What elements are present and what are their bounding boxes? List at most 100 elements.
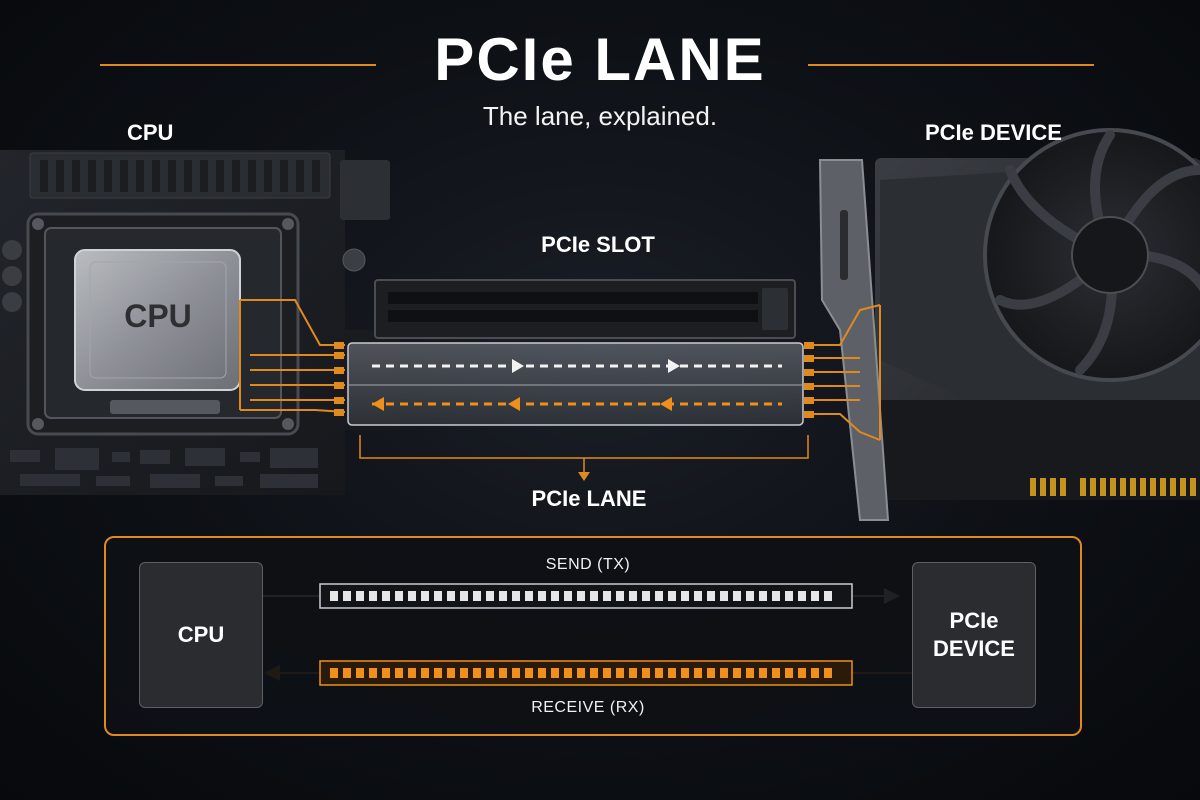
- device-label: PCIe DEVICE: [925, 120, 1062, 145]
- tx-data-cell: [512, 591, 520, 601]
- rx-data-cell: [564, 668, 572, 678]
- rx-data-cell: [811, 668, 819, 678]
- title-rule-right: [808, 64, 1094, 66]
- tx-data-cell: [551, 591, 559, 601]
- tx-data-cell: [421, 591, 429, 601]
- page-subtitle: The lane, explained.: [482, 101, 718, 131]
- rx-data-cell: [772, 668, 780, 678]
- tx-data-cell: [785, 591, 793, 601]
- rx-data-cell: [720, 668, 728, 678]
- rx-data-cell: [655, 668, 663, 678]
- tx-data-cell: [629, 591, 637, 601]
- tx-data-cell: [473, 591, 481, 601]
- tx-data-cell: [824, 591, 832, 601]
- receive-label: RECEIVE (RX): [531, 699, 645, 716]
- lane-label: PCIe LANE: [531, 486, 647, 511]
- lane-tx-arrow: [668, 359, 680, 373]
- rx-data-cell: [499, 668, 507, 678]
- tx-data-cell: [616, 591, 624, 601]
- tx-channel-cells: [330, 591, 832, 601]
- rx-data-cell: [707, 668, 715, 678]
- rx-data-cell: [629, 668, 637, 678]
- tx-data-cell: [694, 591, 702, 601]
- tx-data-cell: [486, 591, 494, 601]
- lane-rx-arrow: [372, 397, 384, 411]
- tx-data-cell: [564, 591, 572, 601]
- rx-data-cell: [343, 668, 351, 678]
- rx-channel-cells: [330, 668, 832, 678]
- rx-data-cell: [668, 668, 676, 678]
- tx-data-cell: [590, 591, 598, 601]
- rx-data-cell: [421, 668, 429, 678]
- slot-label: PCIe SLOT: [541, 232, 655, 257]
- tx-data-cell: [382, 591, 390, 601]
- tx-data-cell: [733, 591, 741, 601]
- rx-data-cell: [577, 668, 585, 678]
- rx-data-cell: [824, 668, 832, 678]
- tx-data-cell: [811, 591, 819, 601]
- tx-data-cell: [356, 591, 364, 601]
- tx-data-cell: [408, 591, 416, 601]
- tx-data-cell: [668, 591, 676, 601]
- tx-data-cell: [447, 591, 455, 601]
- tx-data-cell: [499, 591, 507, 601]
- cpu-pins: [334, 342, 344, 416]
- rx-data-cell: [603, 668, 611, 678]
- diagram-cpu-label: CPU: [177, 622, 225, 647]
- device-pins: [804, 342, 814, 418]
- graphics-card: [818, 128, 1200, 521]
- rx-data-cell: [408, 668, 416, 678]
- tx-data-cell: [343, 591, 351, 601]
- cpu-chip-label: CPU: [124, 298, 192, 334]
- cpu-label: CPU: [127, 120, 174, 145]
- rx-data-cell: [395, 668, 403, 678]
- diagram-cpu-box: CPU: [139, 562, 263, 708]
- rx-data-cell: [759, 668, 767, 678]
- page-title: PCIe LANE: [434, 26, 766, 93]
- rx-data-cell: [733, 668, 741, 678]
- tx-data-cell: [460, 591, 468, 601]
- rx-data-cell: [382, 668, 390, 678]
- tx-data-cell: [798, 591, 806, 601]
- rx-data-cell: [473, 668, 481, 678]
- lane-rx-arrow: [660, 397, 672, 411]
- rx-data-cell: [538, 668, 546, 678]
- rx-data-cell: [551, 668, 559, 678]
- rx-data-cell: [330, 668, 338, 678]
- rx-data-cell: [525, 668, 533, 678]
- tx-data-cell: [395, 591, 403, 601]
- tx-data-cell: [369, 591, 377, 601]
- lane-tx-arrow: [512, 359, 524, 373]
- rx-data-cell: [486, 668, 494, 678]
- send-label: SEND (TX): [545, 556, 631, 573]
- lane-bar: [347, 342, 804, 426]
- tx-data-cell: [772, 591, 780, 601]
- rx-data-cell: [590, 668, 598, 678]
- lane-bracket-arrow: [578, 472, 590, 481]
- tx-data-cell: [603, 591, 611, 601]
- tx-data-cell: [655, 591, 663, 601]
- rx-data-cell: [785, 668, 793, 678]
- rx-data-cell: [642, 668, 650, 678]
- tx-data-cell: [759, 591, 767, 601]
- tx-data-cell: [720, 591, 728, 601]
- rx-data-cell: [694, 668, 702, 678]
- lane-rx-arrow: [508, 397, 520, 411]
- rx-data-cell: [447, 668, 455, 678]
- tx-data-cell: [434, 591, 442, 601]
- rx-data-cell: [460, 668, 468, 678]
- tx-data-cell: [746, 591, 754, 601]
- tx-data-cell: [577, 591, 585, 601]
- rx-data-cell: [681, 668, 689, 678]
- rx-data-cell: [746, 668, 754, 678]
- pcie-slot: [374, 279, 796, 339]
- rx-data-cell: [369, 668, 377, 678]
- device-traces: [810, 304, 881, 441]
- tx-data-cell: [681, 591, 689, 601]
- tx-data-cell: [642, 591, 650, 601]
- tx-data-cell: [330, 591, 338, 601]
- rx-data-cell: [616, 668, 624, 678]
